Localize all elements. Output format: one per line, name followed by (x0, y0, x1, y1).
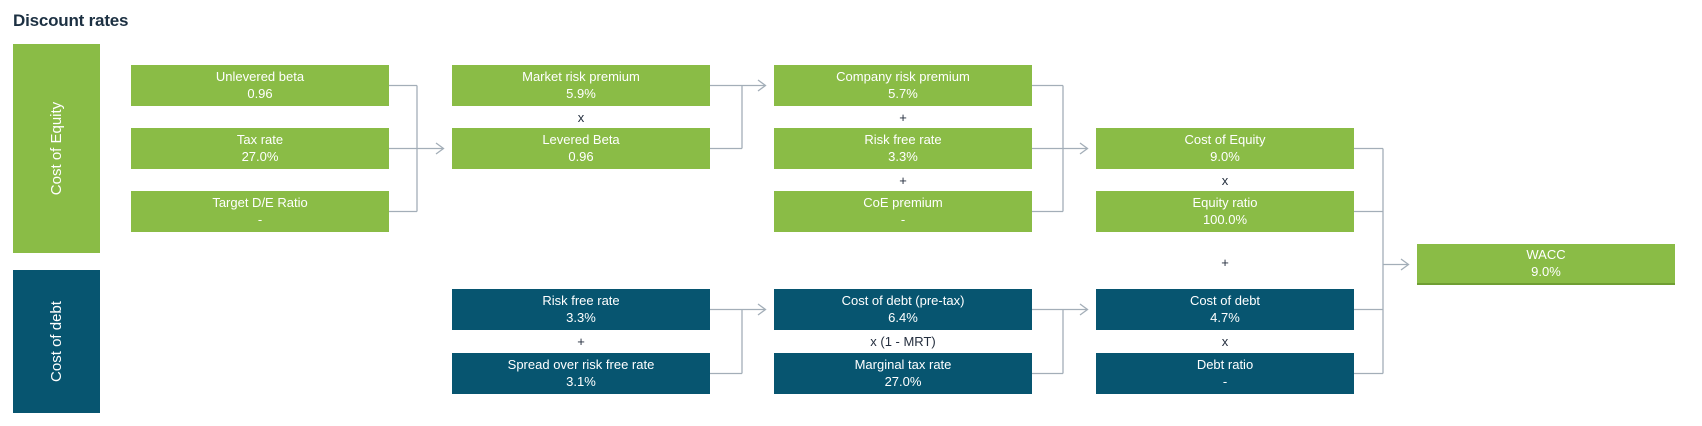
arrowhead-icon (1400, 258, 1410, 271)
box-label: Debt ratio (1196, 357, 1254, 372)
operator-plus: + (899, 173, 907, 188)
box-tax-rate: Tax rate 27.0% (131, 128, 389, 169)
group-label-cost-of-equity: Cost of Equity (13, 44, 100, 253)
box-cost-of-equity: Cost of Equity 9.0% (1096, 128, 1354, 169)
group-label-cost-of-debt: Cost of debt (13, 270, 100, 413)
box-value: 3.1% (566, 374, 596, 389)
box-spread-over-risk-free-rate: Spread over risk free rate 3.1% (452, 353, 710, 394)
box-value: - (1222, 374, 1228, 389)
box-label: WACC (1526, 247, 1566, 262)
operator-multiply: x (577, 110, 585, 125)
box-value: 27.0% (241, 149, 279, 164)
box-value: 0.96 (247, 86, 273, 101)
box-cost-of-debt: Cost of debt 4.7% (1096, 289, 1354, 330)
box-value: - (257, 212, 263, 227)
box-value: 9.0% (1531, 264, 1561, 279)
page-title: Discount rates (13, 11, 129, 30)
box-cost-of-debt-pretax: Cost of debt (pre-tax) 6.4% (774, 289, 1032, 330)
arrowhead-icon (1079, 303, 1089, 316)
box-value: 3.3% (888, 149, 918, 164)
box-wacc: WACC 9.0% (1417, 244, 1675, 285)
box-value: 100.0% (1202, 212, 1248, 227)
box-label: Spread over risk free rate (507, 357, 655, 372)
box-unlevered-beta: Unlevered beta 0.96 (131, 65, 389, 106)
box-label: Risk free rate (864, 132, 942, 147)
arrowhead-icon (435, 142, 445, 155)
box-value: 6.4% (888, 310, 918, 325)
box-label: Marginal tax rate (854, 357, 952, 372)
operator-mrt-formula: x (1 - MRT) (870, 334, 936, 349)
box-label: Unlevered beta (215, 69, 305, 84)
box-label: Cost of debt (pre-tax) (841, 293, 965, 308)
arrowhead-icon (757, 303, 767, 316)
box-equity-ratio: Equity ratio 100.0% (1096, 191, 1354, 232)
box-label: Risk free rate (542, 293, 620, 308)
box-risk-free-rate-debt: Risk free rate 3.3% (452, 289, 710, 330)
box-value: 27.0% (884, 374, 922, 389)
box-target-de-ratio: Target D/E Ratio - (131, 191, 389, 232)
operator-plus-group: + (1221, 255, 1229, 270)
box-levered-beta: Levered Beta 0.96 (452, 128, 710, 169)
box-value: - (900, 212, 906, 227)
box-risk-free-rate-equity: Risk free rate 3.3% (774, 128, 1032, 169)
box-label: CoE premium (863, 195, 943, 210)
box-label: Target D/E Ratio (212, 195, 308, 210)
operator-multiply: x (1221, 334, 1229, 349)
box-label: Tax rate (236, 132, 284, 147)
box-label: Company risk premium (836, 69, 970, 84)
box-company-risk-premium: Company risk premium 5.7% (774, 65, 1032, 106)
box-debt-ratio: Debt ratio - (1096, 353, 1354, 394)
operator-plus: + (577, 334, 585, 349)
box-value: 0.96 (568, 149, 594, 164)
box-label: Market risk premium (522, 69, 640, 84)
box-label: Levered Beta (542, 132, 620, 147)
box-market-risk-premium: Market risk premium 5.9% (452, 65, 710, 106)
operator-plus: + (899, 110, 907, 125)
box-value: 4.7% (1210, 310, 1240, 325)
arrowhead-icon (1079, 142, 1089, 155)
operator-multiply: x (1221, 173, 1229, 188)
box-marginal-tax-rate: Marginal tax rate 27.0% (774, 353, 1032, 394)
arrowhead-icon (757, 79, 767, 92)
box-label: Cost of debt (1189, 293, 1261, 308)
box-value: 5.7% (888, 86, 918, 101)
box-value: 9.0% (1210, 149, 1240, 164)
box-value: 5.9% (566, 86, 596, 101)
box-value: 3.3% (566, 310, 596, 325)
box-coe-premium: CoE premium - (774, 191, 1032, 232)
box-label: Cost of Equity (1184, 132, 1266, 147)
box-label: Equity ratio (1192, 195, 1258, 210)
